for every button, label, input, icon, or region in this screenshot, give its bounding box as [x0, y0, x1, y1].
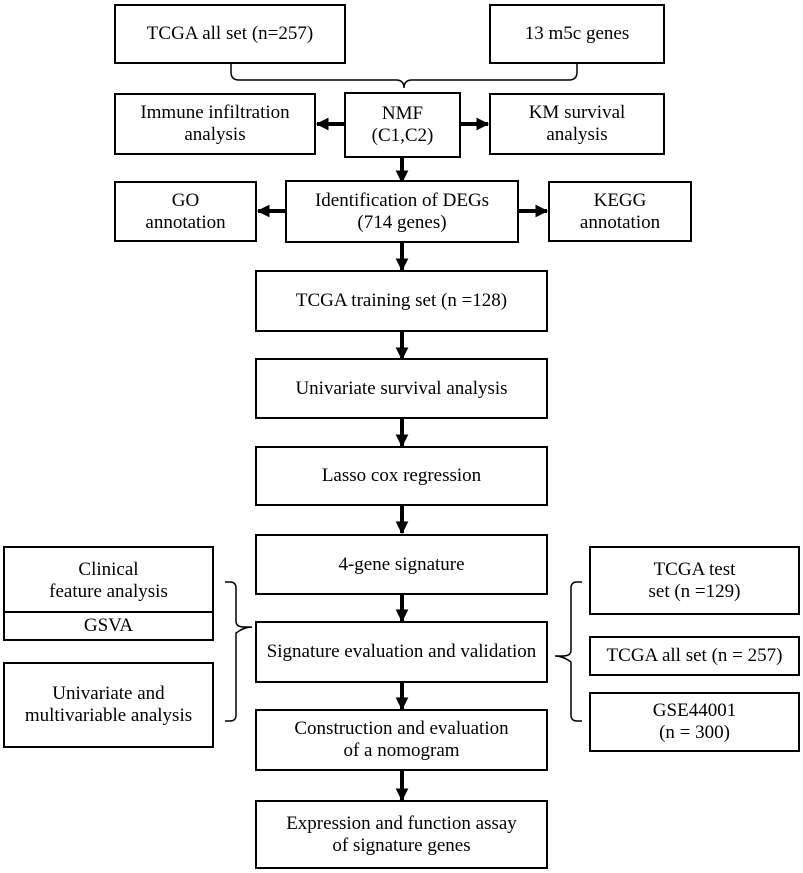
- go-annotation-box: GO annotation: [114, 181, 257, 242]
- nmf-box: NMF (C1,C2): [344, 92, 461, 158]
- km-survival-box: KM survival analysis: [489, 93, 665, 155]
- clinical-feature-box: Clinical feature analysis: [3, 546, 214, 615]
- four-gene-signature-box: 4-gene signature: [255, 534, 548, 595]
- input-merge-brace: [230, 64, 578, 89]
- kegg-annotation-box: KEGG annotation: [548, 181, 692, 242]
- m5c-genes-box: 13 m5c genes: [489, 4, 665, 64]
- tcga-all-set-validation-box: TCGA all set (n = 257): [589, 636, 800, 676]
- gsva-box: GSVA: [3, 611, 214, 641]
- immune-infiltration-box: Immune infiltration analysis: [114, 93, 316, 155]
- right-validation-brace: [554, 581, 582, 722]
- expression-assay-box: Expression and function assay of signatu…: [255, 800, 548, 869]
- univariate-multivariable-box: Univariate and multivariable analysis: [3, 662, 214, 748]
- signature-evaluation-box: Signature evaluation and validation: [255, 621, 548, 683]
- degs-box: Identification of DEGs (714 genes): [285, 180, 519, 243]
- tcga-training-set-box: TCGA training set (n =128): [255, 270, 548, 332]
- lasso-cox-box: Lasso cox regression: [255, 446, 548, 506]
- gse44001-box: GSE44001 (n = 300): [589, 692, 800, 752]
- left-analysis-brace: [225, 581, 253, 722]
- nomogram-box: Construction and evaluation of a nomogra…: [255, 709, 548, 771]
- tcga-test-set-box: TCGA test set (n =129): [589, 546, 800, 615]
- univariate-survival-box: Univariate survival analysis: [255, 358, 548, 419]
- tcga-all-set-input-box: TCGA all set (n=257): [114, 4, 346, 64]
